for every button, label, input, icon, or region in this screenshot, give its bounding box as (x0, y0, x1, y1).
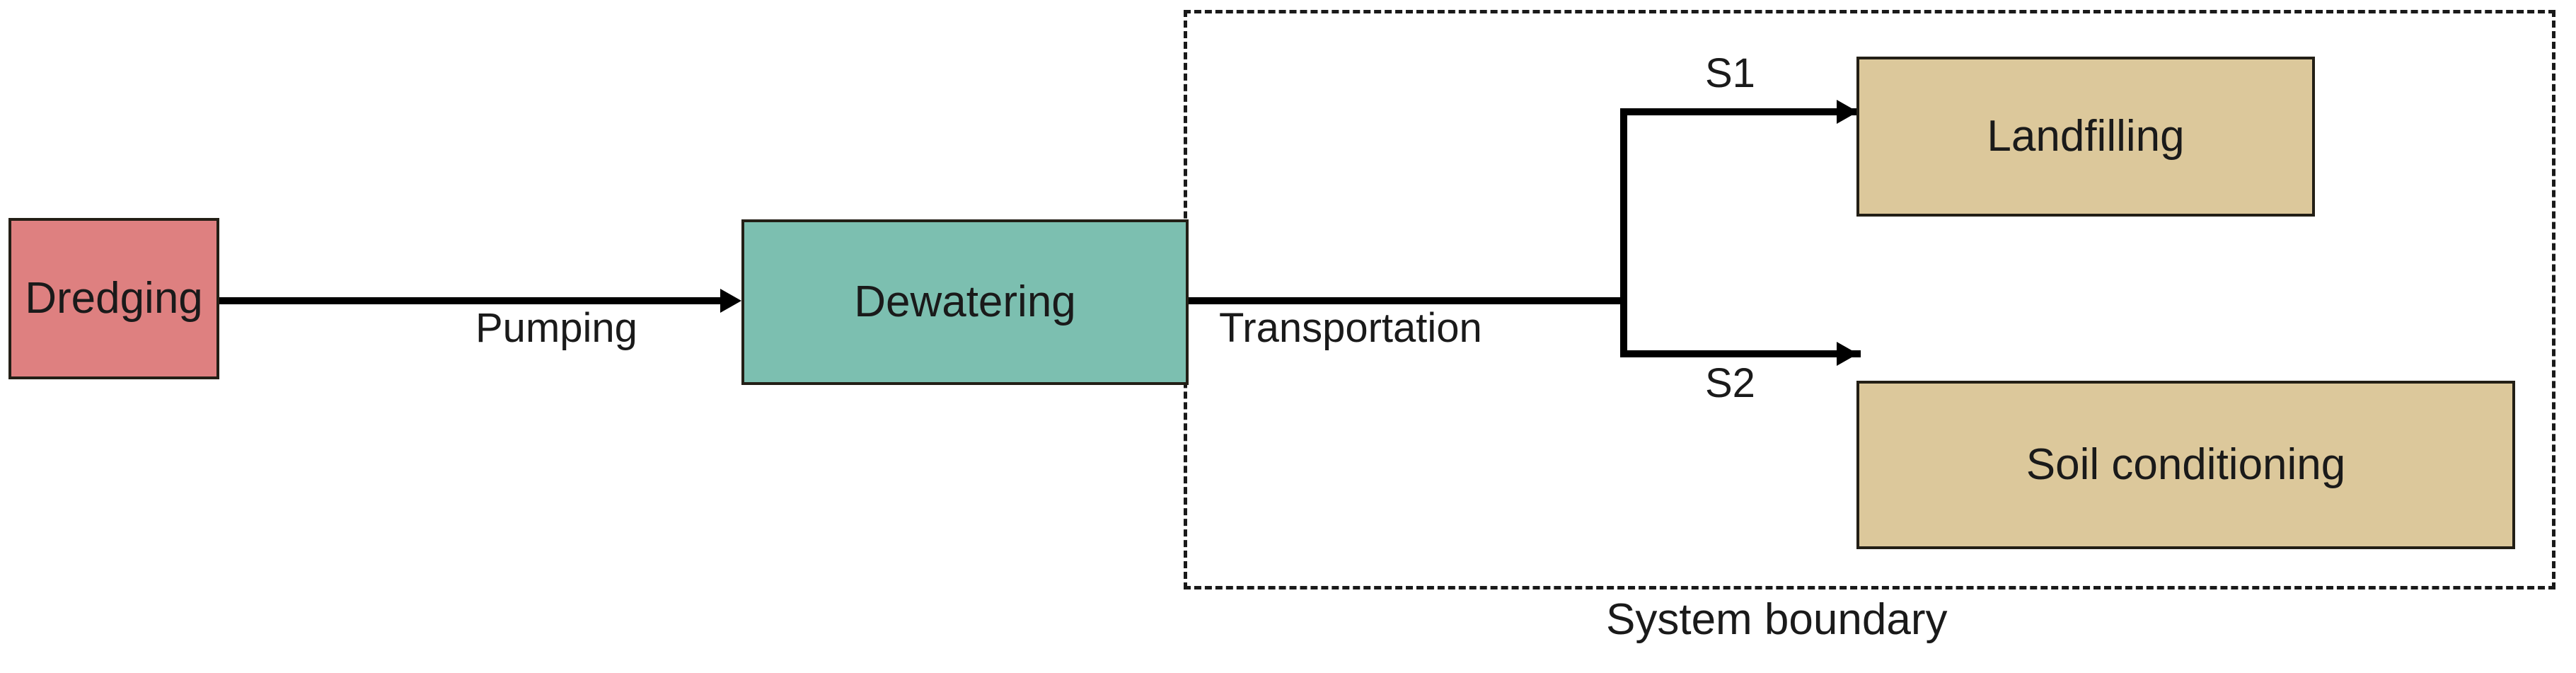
edge-s1-label: S1 (1705, 50, 1755, 96)
edge-split-connector (1620, 108, 1627, 357)
edge-s1-arrow-icon (1837, 100, 1858, 124)
node-landfilling-label: Landfilling (1987, 112, 2185, 161)
edge-pumping-line (219, 297, 723, 304)
edge-pumping-arrow-icon (720, 289, 741, 313)
node-landfilling[interactable]: Landfilling (1856, 57, 2315, 217)
edge-transportation-line (1189, 297, 1627, 304)
node-soil-conditioning-label: Soil conditioning (2026, 440, 2346, 489)
edge-s2-label: S2 (1705, 360, 1755, 406)
edge-s1-line (1620, 108, 1861, 115)
node-soil-conditioning[interactable]: Soil conditioning (1856, 381, 2515, 549)
edge-pumping-label: Pumping (475, 305, 637, 351)
node-dewatering[interactable]: Dewatering (741, 219, 1189, 385)
node-dredging[interactable]: Dredging (8, 218, 219, 379)
node-dredging-label: Dredging (25, 274, 203, 323)
node-dewatering-label: Dewatering (854, 277, 1076, 326)
edge-s2-line (1620, 350, 1861, 357)
edge-s2-arrow-icon (1837, 342, 1858, 366)
edge-transportation-label: Transportation (1219, 305, 1482, 351)
system-boundary-label: System boundary (1606, 595, 1948, 644)
